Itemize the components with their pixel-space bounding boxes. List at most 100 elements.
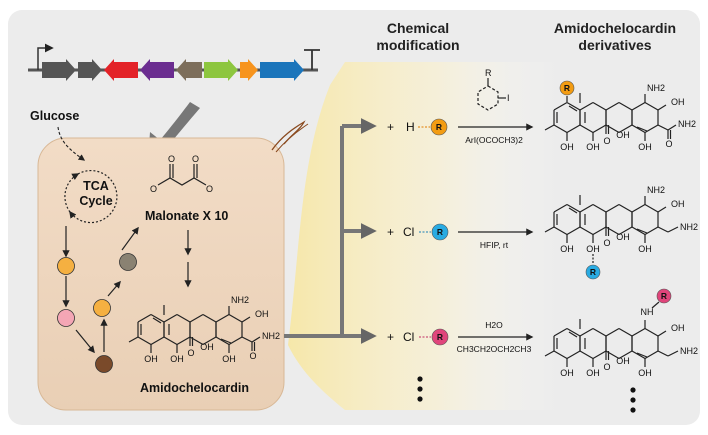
svg-text:R: R: [661, 291, 667, 301]
svg-text:O: O: [168, 154, 175, 164]
more-reactions-dots: [417, 376, 423, 402]
gene-arrow: [42, 59, 76, 81]
svg-text:NH: NH: [641, 307, 654, 317]
gene-cluster: [28, 43, 320, 81]
metabolite-dot: [119, 253, 137, 271]
metabolite-dot: [93, 299, 111, 317]
plus-sign: +: [387, 120, 394, 134]
metabolite-dot: [57, 309, 75, 327]
modification-flare: [288, 62, 560, 410]
glucose-label: Glucose: [30, 109, 79, 123]
branch-arrows: [284, 118, 377, 344]
svg-text:OH: OH: [586, 142, 600, 152]
svg-text:OH: OH: [586, 368, 600, 378]
r-group-pink: [656, 288, 672, 304]
metabolite-dot: [95, 355, 113, 373]
condition-3-top: H2O: [485, 320, 503, 330]
svg-text:O: O: [603, 136, 610, 146]
reagent-atom: Cl: [403, 330, 414, 344]
svg-text:NH2: NH2: [262, 331, 280, 341]
tca-label-1: TCA: [83, 179, 109, 193]
reaction-3: + Cl R: [387, 328, 449, 346]
gene-arrow: [78, 59, 102, 81]
reagent-atom: H: [406, 120, 415, 134]
r-group-orange: [430, 118, 448, 136]
svg-text:O: O: [249, 351, 256, 361]
flagellum-2: [275, 123, 309, 153]
reaction-1: + H R: [387, 118, 448, 136]
svg-text:R: R: [437, 332, 443, 342]
r-group-orange: [559, 80, 575, 96]
svg-text:OH: OH: [671, 323, 685, 333]
gene-arrow: [140, 59, 174, 81]
tca-cycle-ring: [69, 169, 118, 224]
svg-text:OH: OH: [560, 244, 574, 254]
malonate-label: Malonate X 10: [145, 209, 228, 223]
svg-text:OH: OH: [671, 97, 685, 107]
svg-text:R: R: [590, 267, 596, 277]
svg-text:OH: OH: [616, 130, 630, 140]
svg-text:NH2: NH2: [231, 295, 249, 305]
svg-text:R: R: [436, 122, 442, 132]
svg-text:I: I: [507, 93, 510, 103]
svg-text:NH2: NH2: [647, 185, 665, 195]
svg-text:OH: OH: [671, 199, 685, 209]
svg-text:O: O: [150, 184, 157, 194]
svg-text:OH: OH: [200, 342, 214, 352]
condition-1: ArI(OCOCH3)2: [465, 135, 523, 145]
svg-text:R: R: [437, 227, 443, 237]
r-group-blue: [585, 264, 601, 280]
plus-sign: +: [387, 225, 394, 239]
reagent-atom: Cl: [403, 225, 414, 239]
svg-text:OH: OH: [255, 309, 269, 319]
aryl-iodide-structure: R I: [477, 68, 510, 111]
svg-text:O: O: [603, 238, 610, 248]
svg-text:OH: OH: [638, 142, 652, 152]
more-derivatives-dots: [630, 387, 636, 413]
svg-text:NH2: NH2: [680, 222, 698, 232]
svg-text:R: R: [564, 83, 570, 93]
svg-text:OH: OH: [170, 354, 184, 364]
reaction-2: + Cl R: [387, 223, 449, 241]
svg-text:O: O: [192, 154, 199, 164]
gene-arrow: [176, 59, 202, 81]
tca-cycle: TCA Cycle: [64, 169, 118, 224]
r-group-blue: [431, 223, 449, 241]
svg-text:NH2: NH2: [680, 346, 698, 356]
gene-arrow: [260, 59, 304, 81]
condition-3-bottom: CH3CH2OCH2CH3: [457, 344, 532, 354]
svg-text:R: R: [485, 68, 492, 78]
cell-body: [37, 137, 285, 411]
svg-text:OH: OH: [638, 244, 652, 254]
svg-text:OH: OH: [586, 244, 600, 254]
promoter-icon: [37, 43, 54, 70]
tca-cycle-ring-2: [64, 173, 80, 213]
header-derivatives-2: derivatives: [578, 37, 651, 53]
svg-text:O: O: [206, 184, 213, 194]
svg-text:O: O: [665, 139, 672, 149]
pathway-arrows: [62, 226, 139, 354]
plus-sign: +: [387, 330, 394, 344]
condition-2: HFIP, rt: [480, 240, 509, 250]
terminator-icon: [304, 49, 320, 70]
svg-text:OH: OH: [144, 354, 158, 364]
metabolite-dot: [57, 257, 75, 275]
glucose-arrow: [57, 126, 86, 161]
tca-label-2: Cycle: [79, 194, 112, 208]
gene-arrow: [104, 59, 138, 81]
r-group-pink: [431, 328, 449, 346]
svg-text:O: O: [187, 348, 194, 358]
svg-text:O: O: [603, 362, 610, 372]
svg-text:OH: OH: [638, 368, 652, 378]
gene-arrow: [204, 59, 238, 81]
header-derivatives-1: Amidochelocardin: [554, 20, 676, 36]
header-chemical-modification-1: Chemical: [387, 20, 449, 36]
gene-arrow: [240, 59, 258, 81]
malonate-structure: O O O O: [150, 154, 213, 194]
amidochelocardin-label: Amidochelocardin: [140, 381, 249, 395]
